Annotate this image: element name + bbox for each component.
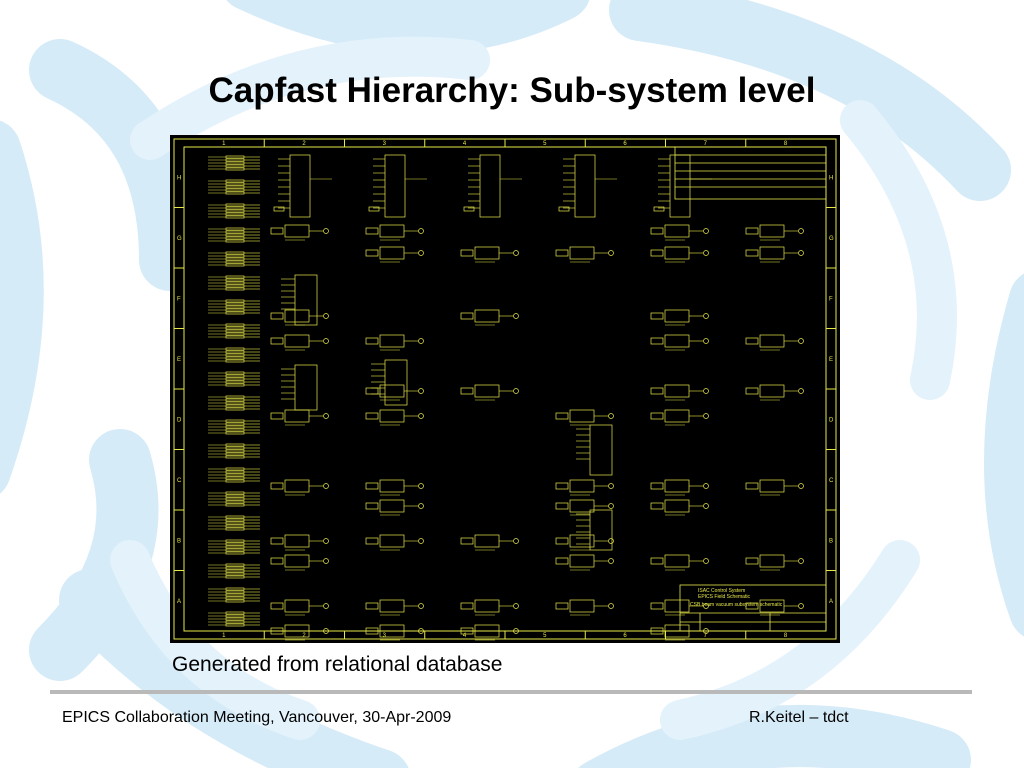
column-label-bottom: 8 bbox=[784, 633, 788, 639]
row-label-left: D bbox=[177, 417, 182, 423]
row-label-left: G bbox=[177, 236, 182, 242]
row-label-right: E bbox=[829, 357, 833, 363]
schematic-caption: Generated from relational database bbox=[172, 653, 503, 676]
slide-title: Capfast Hierarchy: Sub-system level bbox=[208, 71, 816, 110]
title-block-line-2: EPICS Field Schematic bbox=[698, 594, 750, 600]
column-label-top: 8 bbox=[784, 141, 788, 147]
schematic-drawing: 1 1 2 2 3 3 4 4 5 5 6 6 7 7 8 8 H H G G F F E E D D C C B B A A ISAC C… bbox=[170, 135, 840, 643]
column-label-bottom: 6 bbox=[623, 633, 627, 639]
column-label-top: 1 bbox=[222, 141, 226, 147]
row-label-left: H bbox=[177, 175, 181, 181]
column-label-bottom: 4 bbox=[463, 633, 467, 639]
row-label-left: C bbox=[177, 478, 182, 484]
footer-conference: EPICS Collaboration Meeting, Vancouver, … bbox=[62, 709, 452, 726]
row-label-left: B bbox=[177, 538, 181, 544]
column-label-top: 6 bbox=[623, 141, 627, 147]
row-label-left: E bbox=[177, 357, 181, 363]
row-label-right: D bbox=[829, 417, 834, 423]
row-label-right: B bbox=[829, 538, 833, 544]
row-label-left: F bbox=[177, 296, 181, 302]
column-label-bottom: 3 bbox=[383, 633, 387, 639]
column-label-bottom: 5 bbox=[543, 633, 547, 639]
row-label-right: C bbox=[829, 478, 834, 484]
column-label-top: 4 bbox=[463, 141, 467, 147]
capfast-schematic: 1 1 2 2 3 3 4 4 5 5 6 6 7 7 8 8 H H G G F F E E D D C C B B A A ISAC C… bbox=[170, 135, 840, 643]
column-label-top: 7 bbox=[704, 141, 708, 147]
footer-author: R.Keitel – tdct bbox=[749, 709, 849, 726]
title-block-line-3: CSB beam vacuum subsystem schematic bbox=[690, 602, 783, 608]
column-label-bottom: 7 bbox=[704, 633, 708, 639]
row-label-right: G bbox=[829, 236, 834, 242]
column-label-top: 5 bbox=[543, 141, 547, 147]
title-block-line-1: ISAC Control System bbox=[698, 588, 745, 594]
schematic-title-block bbox=[674, 146, 827, 632]
row-label-right: F bbox=[829, 296, 833, 302]
column-label-bottom: 1 bbox=[222, 633, 226, 639]
column-label-top: 3 bbox=[383, 141, 387, 147]
row-label-right: H bbox=[829, 175, 833, 181]
column-label-top: 2 bbox=[302, 141, 306, 147]
row-label-right: A bbox=[829, 599, 833, 605]
row-label-left: A bbox=[177, 599, 181, 605]
footer-divider bbox=[50, 690, 972, 694]
column-label-bottom: 2 bbox=[302, 633, 306, 639]
